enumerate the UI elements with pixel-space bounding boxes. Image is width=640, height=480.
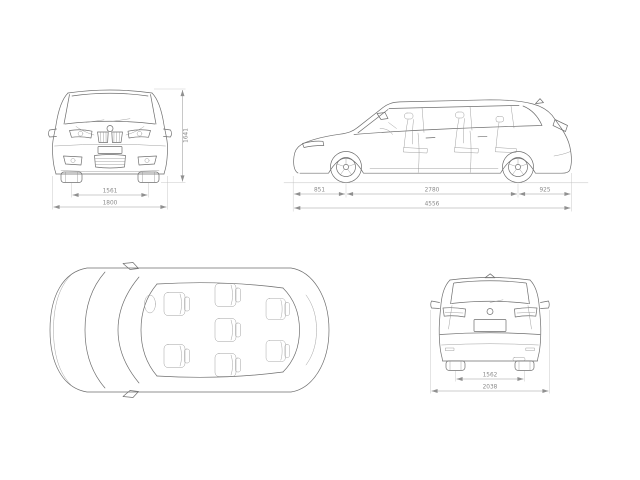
- front-width-label: 1800: [103, 201, 118, 207]
- front-roof: [67, 89, 153, 94]
- front-view: 1641 1561 1800: [48, 88, 190, 210]
- side-headlight: [302, 140, 325, 148]
- overall-length-label: 4556: [425, 202, 440, 208]
- interior: [379, 111, 517, 154]
- kidney-grille: [97, 131, 123, 143]
- foglight-right: [137, 155, 157, 166]
- reflector-right: [525, 347, 535, 351]
- front-wheel: [330, 151, 362, 183]
- taillight-left: [442, 307, 466, 318]
- rear-width-dimension: 2038: [430, 310, 550, 394]
- rear-wheels: [445, 360, 535, 371]
- foglight-left: [63, 155, 83, 166]
- rear-view: 1562 2038: [430, 273, 550, 394]
- rear-overhang-label: 925: [539, 188, 550, 194]
- side-outline: [293, 99, 572, 174]
- mirror-right: [163, 128, 172, 138]
- top-outline: [49, 267, 330, 393]
- antenna-fin-icon: [535, 98, 544, 104]
- rear-wheel: [502, 151, 534, 183]
- headlight-right: [127, 129, 151, 139]
- side-taillight: [552, 119, 568, 132]
- rear-width-label: 2038: [483, 385, 498, 391]
- windshield: [63, 92, 157, 125]
- wheel-arches: [328, 157, 536, 174]
- wiper-icon: [85, 118, 131, 123]
- mirror-top: [122, 262, 139, 270]
- steering-wheel-icon: [144, 294, 156, 314]
- tailgate-lines: [448, 305, 532, 330]
- antenna-fin-icon: [484, 273, 496, 279]
- rear-wiper-icon: [489, 299, 504, 303]
- front-right-side: [151, 92, 168, 175]
- hood-creases: [75, 126, 145, 136]
- top-view: [49, 262, 330, 398]
- mirror-left: [48, 128, 57, 138]
- seats-plan: [163, 283, 290, 377]
- rear-right-side: [529, 279, 542, 362]
- rear-window: [450, 280, 530, 305]
- seat-middle: [454, 111, 479, 154]
- side-dimensions-row1: 851 2780 925: [293, 173, 572, 212]
- rear-left-side: [438, 279, 451, 362]
- rear-bumper-crease: [553, 151, 571, 157]
- mirror-left: [430, 300, 440, 309]
- seat-driver: [163, 292, 190, 316]
- seat-rear: [495, 116, 517, 153]
- front-width-dimension: 1800: [52, 176, 168, 210]
- front-track-dimension: 1561: [71, 183, 149, 198]
- side-car-body: [283, 98, 589, 184]
- door-lines: [417, 130, 472, 173]
- front-bumper-line: [53, 274, 72, 386]
- dashboard: [379, 122, 397, 135]
- front-car-body: [48, 89, 172, 183]
- seat-row2-center: [214, 318, 241, 342]
- rear-license-plate: [473, 319, 507, 332]
- brand-roundel-icon: [106, 125, 114, 132]
- mirror-bottom: [122, 390, 139, 398]
- mirror-right: [540, 300, 550, 309]
- seat-row2-right: [214, 353, 241, 377]
- front-track-label: 1561: [103, 189, 118, 195]
- rear-track-dimension: 1562: [455, 371, 525, 382]
- front-left-side: [52, 92, 69, 175]
- front-bumper: [54, 144, 166, 172]
- hood-shutline: [84, 271, 106, 389]
- roof-front-edge: [140, 283, 158, 377]
- front-overhang-label: 851: [314, 188, 325, 194]
- top-car-body: [49, 262, 330, 398]
- tailgate-line: [305, 294, 317, 366]
- brand-roundel-icon: [486, 308, 494, 315]
- side-mirror: [376, 112, 389, 120]
- rear-window-line: [282, 287, 300, 373]
- door-handles: [425, 135, 488, 139]
- rear-bumper: [439, 332, 541, 335]
- roof-side-rails: [156, 282, 284, 378]
- headlight-left: [69, 129, 93, 139]
- reflector-left: [445, 347, 455, 351]
- wheelbase-label: 2780: [425, 188, 440, 194]
- front-height-dimension: 1641: [154, 88, 190, 183]
- taillight-right: [514, 307, 538, 318]
- side-length-dimension: 4556: [294, 202, 571, 210]
- seat-row2-left: [214, 283, 241, 307]
- rear-track-label: 1562: [483, 373, 498, 379]
- license-plate: [97, 146, 123, 154]
- front-height-label: 1641: [184, 128, 190, 143]
- side-view: 851 2780 925 4556: [283, 98, 589, 212]
- seat-row3-left: [265, 297, 290, 321]
- windshield-base: [117, 276, 140, 384]
- seat-passenger: [163, 344, 190, 368]
- front-wheels: [60, 171, 160, 183]
- seat-front: [403, 112, 428, 154]
- seat-row3-right: [265, 339, 290, 363]
- side-glazing: [353, 105, 543, 135]
- rear-car-body: [430, 273, 550, 371]
